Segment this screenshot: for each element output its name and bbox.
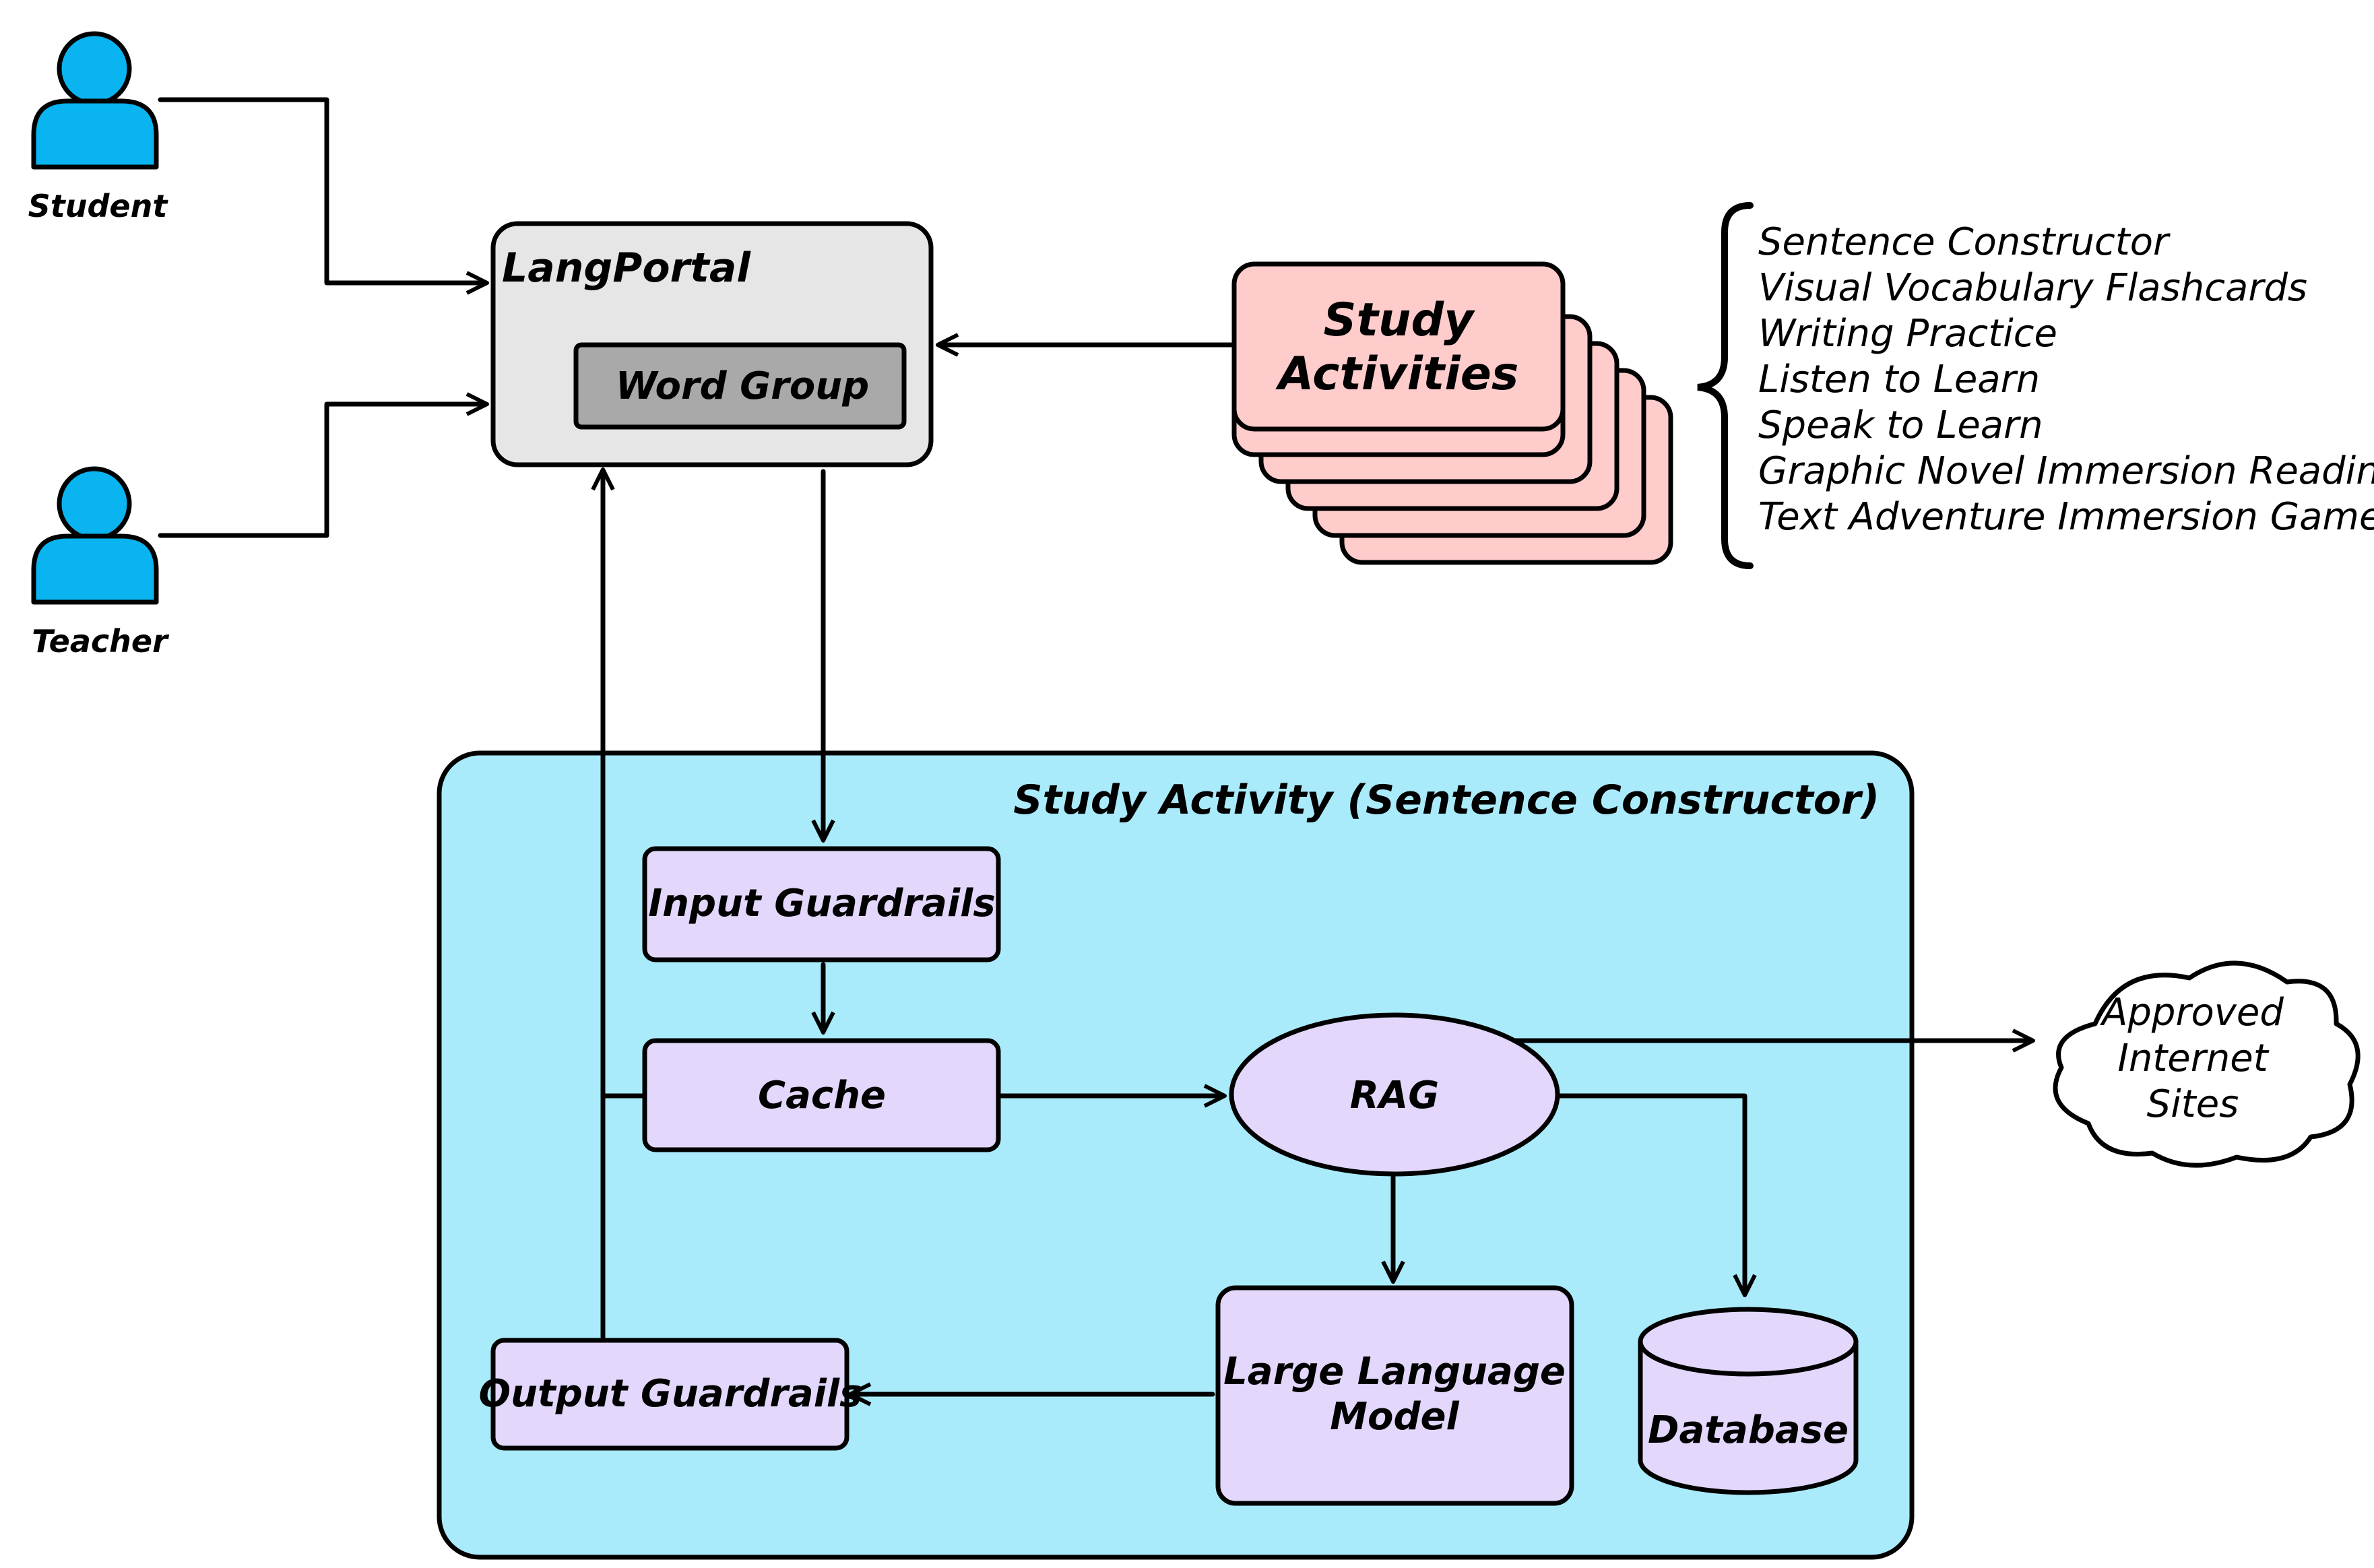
- activity-item: Graphic Novel Immersion Reading: [1758, 449, 2374, 493]
- internet-label-line3: Sites: [2147, 1082, 2239, 1126]
- activity-item: Writing Practice: [1758, 312, 2057, 356]
- activities-brace: [1697, 202, 1754, 569]
- student-to-portal-arrow: [158, 97, 489, 295]
- activity-item: Speak to Learn: [1758, 403, 2043, 447]
- study-activities-label-1: Study: [1324, 294, 1476, 347]
- rag-label: RAG: [1350, 1074, 1439, 1117]
- activity-item: Listen to Learn: [1758, 358, 2040, 401]
- langportal-title: LangPortal: [502, 244, 751, 292]
- study-activities-stack: [1231, 261, 1673, 565]
- database-cylinder: [1638, 1307, 1859, 1495]
- activity-item: Visual Vocabulary Flashcards: [1758, 266, 2307, 310]
- study-activities-label-2: Activities: [1275, 348, 1519, 401]
- llm-box: [1215, 1285, 1574, 1506]
- cache-label: Cache: [758, 1074, 886, 1117]
- internet-label-line1: Approved: [2100, 991, 2284, 1035]
- teacher-icon: [31, 466, 159, 605]
- activity-item: Sentence Constructor: [1758, 220, 2171, 264]
- database-label: Database: [1648, 1408, 1849, 1452]
- internet-cloud: [2053, 960, 2361, 1168]
- study-activity-panel-title: Study Activity (Sentence Constructor): [1013, 777, 1880, 824]
- student-icon: [31, 31, 159, 170]
- llm-label-line1: Large Language: [1223, 1350, 1566, 1394]
- rag-ellipse: [1229, 1012, 1560, 1177]
- student-label: Student: [28, 188, 169, 224]
- internet-label-line2: Internet: [2117, 1037, 2269, 1080]
- activity-item: Text Adventure Immersion Game: [1758, 495, 2374, 539]
- cache-box: [642, 1038, 1001, 1152]
- input-guardrails-label: Input Guardrails: [648, 882, 995, 925]
- teacher-label: Teacher: [32, 623, 170, 659]
- output-guardrails-label: Output Guardrails: [479, 1372, 862, 1416]
- activities-list: Sentence Constructor Visual Vocabulary F…: [1758, 220, 2374, 539]
- llm-label-line2: Model: [1330, 1395, 1459, 1439]
- output-guardrails-box: [490, 1338, 849, 1451]
- word-group-box: [573, 342, 907, 430]
- word-group-label: Word Group: [616, 364, 869, 408]
- rag-to-database-arrow: [1557, 1093, 1757, 1297]
- teacher-to-portal-arrow: [158, 392, 489, 538]
- input-guardrails-box: [642, 846, 1001, 962]
